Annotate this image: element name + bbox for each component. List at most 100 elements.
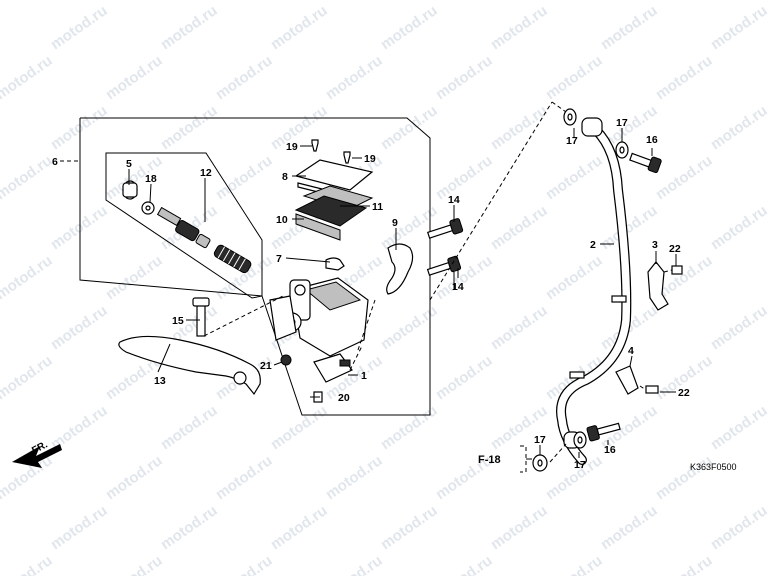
dashed-assembly-lines — [203, 101, 673, 463]
assembly-frame — [60, 117, 431, 416]
watermark-text: motod.ru — [268, 402, 331, 453]
callout-17c: 17 — [534, 434, 546, 446]
watermark-text: motod.ru — [48, 302, 111, 353]
watermark-text: motod.ru — [0, 2, 1, 53]
callout-2: 2 — [590, 239, 596, 251]
watermark-text: motod.ru — [103, 252, 166, 303]
watermark-text: motod.ru — [598, 502, 661, 553]
callout-18: 18 — [145, 173, 157, 185]
brake-lever — [118, 297, 261, 396]
callout-17d: 17 — [574, 459, 586, 471]
callout-6: 6 — [52, 156, 58, 168]
watermark-text: motod.ru — [378, 102, 441, 153]
callout-16a: 16 — [646, 134, 658, 146]
watermark-text: motod.ru — [433, 0, 496, 3]
callout-1: 1 — [361, 370, 367, 382]
watermark-text: motod.ru — [708, 2, 768, 53]
watermark-text: motod.ru — [323, 452, 386, 503]
watermark-text: motod.ru — [543, 552, 606, 576]
hose-clamps — [615, 261, 683, 395]
watermark-text: motod.ru — [378, 502, 441, 553]
watermark-text: motod.ru — [598, 2, 661, 53]
watermark-text: motod.ru — [708, 302, 768, 353]
callout-7: 7 — [276, 253, 282, 265]
watermark-text: motod.ru — [708, 202, 768, 253]
watermark-text: motod.ru — [488, 202, 551, 253]
callout-11: 11 — [372, 201, 383, 213]
watermark-text: motod.ru — [0, 352, 56, 403]
callout-16b: 16 — [604, 444, 616, 456]
callout-4: 4 — [628, 345, 634, 357]
leader-lines — [128, 128, 677, 458]
watermark-text: motod.ru — [653, 552, 716, 576]
watermark-text: motod.ru — [488, 102, 551, 153]
watermark-text: motod.ru — [433, 52, 496, 103]
watermark-text: motod.ru — [323, 52, 386, 103]
watermark-text: motod.ru — [103, 452, 166, 503]
watermark-text: motod.ru — [653, 0, 716, 3]
callout-8: 8 — [282, 171, 288, 183]
callout-14a: 14 — [448, 194, 460, 206]
callout-3: 3 — [652, 239, 658, 251]
callout-13: 13 — [154, 375, 166, 387]
watermark-text: motod.ru — [158, 502, 221, 553]
watermark-text: motod.ru — [543, 152, 606, 203]
callout-15: 15 — [172, 315, 184, 327]
watermark-text: motod.ru — [103, 0, 166, 3]
callout-20: 20 — [338, 392, 350, 404]
callout-17a: 17 — [566, 135, 578, 147]
watermark-text: motod.ru — [0, 552, 56, 576]
watermark-text: motod.ru — [0, 252, 56, 303]
watermark-text: motod.ru — [158, 102, 221, 153]
callout-14b: 14 — [452, 281, 464, 293]
piston-kit — [122, 180, 252, 274]
watermark-text: motod.ru — [0, 202, 1, 253]
callout-19b: 19 — [364, 153, 376, 165]
callout-21: 21 — [260, 360, 272, 372]
hose-bolts — [386, 218, 464, 295]
watermark-text: motod.ru — [213, 552, 276, 576]
watermark-text: motod.ru — [268, 102, 331, 153]
watermark-text: motod.ru — [0, 102, 1, 153]
watermark-text: motod.ru — [323, 0, 386, 3]
brake-hose — [556, 117, 632, 465]
reference-label: F-18 — [478, 454, 501, 466]
watermark-text: motod.ru — [653, 152, 716, 203]
watermark-text: motod.ru — [0, 0, 56, 3]
watermark-text: motod.ru — [48, 102, 111, 153]
callout-22b: 22 — [678, 387, 690, 399]
watermark-text: motod.ru — [213, 452, 276, 503]
watermark-text: motod.ru — [433, 352, 496, 403]
callout-9: 9 — [392, 217, 398, 229]
watermark-text: motod.ru — [708, 402, 768, 453]
reference-bracket — [520, 445, 532, 473]
watermark-text: motod.ru — [488, 302, 551, 353]
watermark-text: motod.ru — [213, 52, 276, 103]
watermark-text: motod.ru — [103, 52, 166, 103]
watermark-text: motod.ru — [103, 552, 166, 576]
watermark-text: motod.ru — [158, 402, 221, 453]
washers-and-bolts — [532, 108, 662, 472]
callout-10: 10 — [276, 214, 288, 226]
callouts: 6 5 18 12 19 19 8 11 10 9 7 14 14 15 13 … — [52, 117, 690, 471]
watermark-text: motod.ru — [0, 52, 56, 103]
watermark-text: motod.ru — [48, 502, 111, 553]
watermark-text: motod.ru — [213, 0, 276, 3]
watermark-text: motod.ru — [433, 252, 496, 303]
front-direction-arrow — [12, 444, 62, 468]
watermark-text: motod.ru — [433, 152, 496, 203]
watermark-text: motod.ru — [378, 2, 441, 53]
watermark-text: motod.ru — [543, 252, 606, 303]
callout-5: 5 — [126, 158, 132, 170]
watermark-text: motod.ru — [488, 2, 551, 53]
watermark-text: motod.ru — [378, 402, 441, 453]
master-cylinder-body — [269, 257, 369, 366]
callout-19a: 19 — [286, 141, 298, 153]
callout-17b: 17 — [616, 117, 628, 129]
watermark-text: motod.ru — [0, 402, 1, 453]
watermark-text: motod.ru — [0, 502, 1, 553]
watermark-text: motod.ru — [543, 0, 606, 3]
watermark-text: motod.ru — [378, 202, 441, 253]
watermark-text: motod.ru — [708, 102, 768, 153]
